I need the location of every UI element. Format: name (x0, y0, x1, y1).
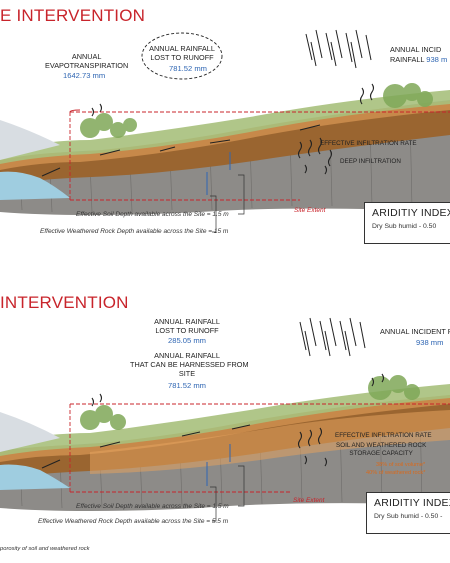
top-runoff-value: 781.52 mm (169, 64, 207, 73)
top-runoff-label: ANNUAL RAINFALL LOST TO RUNOFF (145, 44, 219, 62)
bottom-harness-label-line2: THAT CAN BE HARNESSED FROM (130, 360, 249, 369)
top-incident-rainfall-word: RAINFALL (390, 55, 425, 64)
top-evap-label-line2: EVAPOTRANSPIRATION (45, 61, 129, 70)
bottom-soil-pct: 38% of soil volume* (376, 462, 426, 468)
bottom-runoff-label-line2: LOST TO RUNOFF (155, 326, 219, 335)
bottom-runoff-value: 285.05 mm (168, 336, 206, 345)
top-evap-label: ANNUAL EVAPOTRANSPIRATION (45, 52, 128, 70)
bottom-harness-label-line1: ANNUAL RAINFALL (154, 351, 220, 360)
top-incident-label: ANNUAL INCID (390, 45, 442, 54)
bottom-aridity-title: ARIDITIY INDEX: (374, 497, 450, 509)
top-rain-arrows (305, 29, 372, 69)
bottom-soil-depth-caption: Effective Soil Depth available across th… (76, 503, 229, 510)
bottom-harness-value: 781.52 mm (168, 381, 206, 390)
bottom-incident-label: ANNUAL INCIDENT R (380, 327, 450, 336)
top-runoff-label-line1: ANNUAL RAINFALL (149, 44, 215, 53)
top-evap-label-line1: ANNUAL (71, 52, 102, 61)
top-section-title: E INTERVENTION (0, 6, 146, 25)
bottom-storage-label: SOIL AND WEATHERED ROCK STORAGE CAPACITY (336, 442, 426, 458)
bottom-runoff-label-line1: ANNUAL RAINFALL (154, 317, 220, 326)
top-aridity-title: ARIDITIY INDEX: (372, 207, 450, 219)
bottom-site-extent-label: Site Extent (293, 497, 325, 504)
top-incident-unit: m (440, 55, 448, 64)
top-evap-value: 1642.73 mm (63, 71, 106, 80)
bottom-footnote: porosity of soil and weathered rock (0, 546, 90, 552)
top-rock-depth-caption: Effective Weathered Rock Depth available… (40, 228, 229, 235)
top-incident-value: 938 (426, 55, 439, 64)
bottom-rock-depth-caption: Effective Weathered Rock Depth available… (38, 518, 229, 525)
bottom-aridity-value: Dry Sub humid - 0.50 - (374, 513, 443, 520)
top-deep-infiltration-label: DEEP INFILTRATION (340, 158, 401, 165)
bottom-harness-label-line3: SITE (178, 369, 196, 378)
bottom-section-title: INTERVENTION (0, 293, 129, 312)
bottom-harness-label: ANNUAL RAINFALL THAT CAN BE HARNESSED FR… (130, 351, 249, 378)
top-aridity-value: Dry Sub humid - 0.50 (372, 223, 437, 230)
bottom-aridity-box: ARIDITIY INDEX: Dry Sub humid - 0.50 - (366, 492, 450, 534)
top-infiltration-label: EFFECTIVE INFILTRATION RATE (320, 140, 417, 147)
bottom-storage-label-line2: STORAGE CAPACITY (349, 450, 413, 457)
bottom-rock-pct: 40% of weathered rock* (366, 470, 426, 476)
bottom-runoff-label: ANNUAL RAINFALL LOST TO RUNOFF (152, 317, 222, 335)
top-incident-line2: RAINFALL 938 m (390, 55, 447, 64)
bottom-incident-value: 938 mm (416, 338, 444, 347)
top-runoff-label-line2: LOST TO RUNOFF (150, 53, 214, 62)
top-terrain-diagram (0, 29, 450, 233)
top-aridity-box: ARIDITIY INDEX: Dry Sub humid - 0.50 (364, 202, 450, 244)
bottom-infiltration-label: EFFECTIVE INFILTRATION RATE (335, 432, 432, 439)
top-soil-depth-caption: Effective Soil Depth available across th… (76, 211, 229, 218)
top-site-extent-label: Site Extent (294, 207, 326, 214)
bottom-storage-label-line1: SOIL AND WEATHERED ROCK (336, 442, 427, 449)
